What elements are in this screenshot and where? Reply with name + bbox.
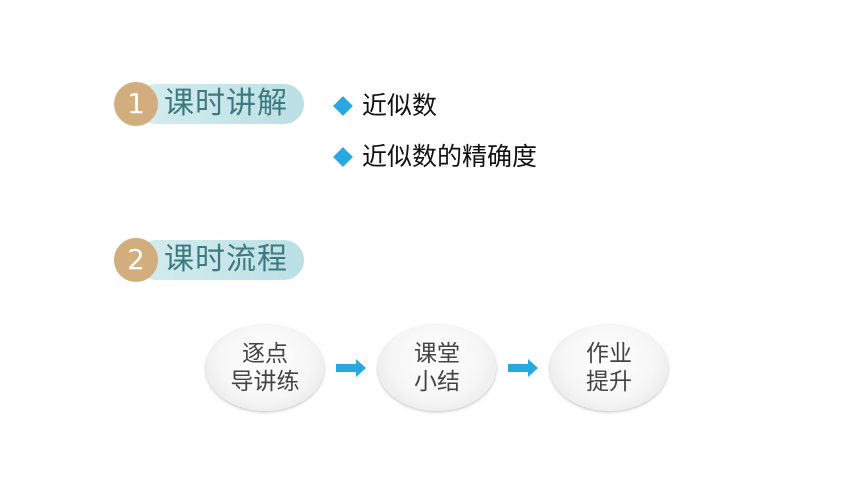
diamond-bullet-icon <box>333 147 353 167</box>
arrow-right-icon <box>336 359 366 377</box>
arrow-right-icon <box>508 359 538 377</box>
section-number-badge: 2 <box>114 238 158 282</box>
flow-step-label: 课堂 小结 <box>414 341 460 395</box>
section-header-2: 2 课时流程 <box>114 238 306 282</box>
bullet-text: 近似数 <box>362 91 438 120</box>
section-title: 课时流程 <box>164 242 288 277</box>
section-number-badge: 1 <box>114 82 158 126</box>
flow-step-label: 作业 提升 <box>586 341 632 395</box>
flow-step-1[interactable]: 逐点 导讲练 <box>206 325 324 411</box>
section-header-1: 1 课时讲解 <box>114 82 306 126</box>
flow-step-label: 逐点 导讲练 <box>230 341 300 395</box>
flow-step-2[interactable]: 课堂 小结 <box>378 325 496 411</box>
flow-step-3[interactable]: 作业 提升 <box>550 325 668 411</box>
section-pill <box>136 84 304 124</box>
diamond-bullet-icon <box>333 96 353 116</box>
section-pill <box>136 240 304 280</box>
bullet-text: 近似数的精确度 <box>362 142 538 171</box>
section-title: 课时讲解 <box>164 86 288 121</box>
